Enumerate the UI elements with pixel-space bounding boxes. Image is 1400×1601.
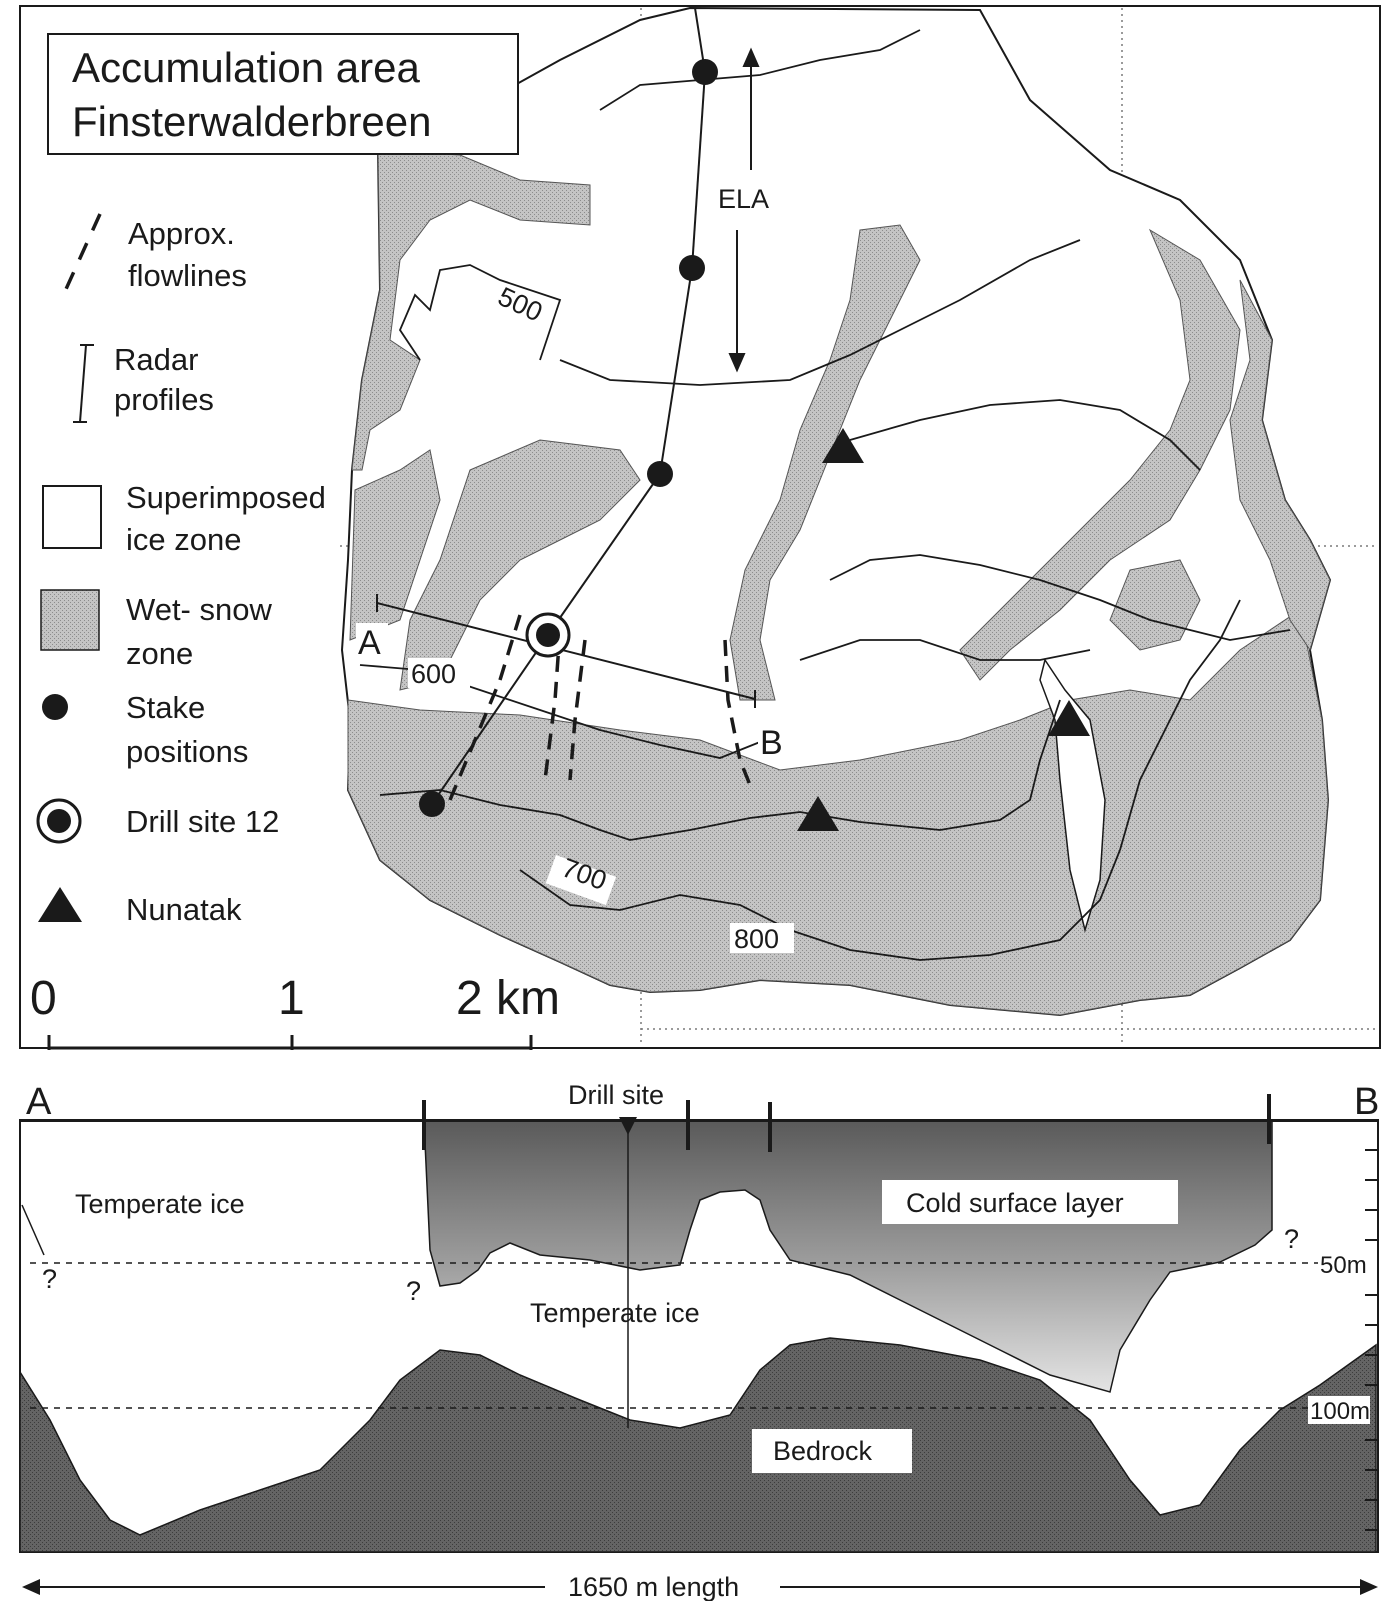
approx-flowlines [448,614,754,801]
map-title-line1: Accumulation area [72,44,420,91]
unknown-mark-right: ? [1284,1224,1299,1254]
contour-far-east [1119,599,1241,851]
temperate-ice-center-label: Temperate ice [530,1298,700,1328]
legend-nunatak: Nunatak [38,887,242,927]
flowline-swatch-icon [60,213,102,299]
contour-east-mid [829,554,1291,641]
cold-layer-label: Cold surface layer [906,1188,1124,1218]
nunatak-icon [822,428,864,463]
radar-profile-ab [376,594,756,708]
stake-point [692,59,718,85]
point-b-label: B [760,724,783,762]
superimposed-swatch [42,485,102,549]
radar-markers [422,1094,1271,1152]
cross-section-panel: Drill site 50m 100m A B ? [19,1080,1379,1553]
bedrock [19,1337,1377,1553]
depth-50-label: 50m [1320,1252,1367,1279]
arrow-left-icon [22,1579,40,1595]
legend-superimposed-line1: Superimposed [126,480,326,515]
contour-500 [398,264,562,361]
radar-swatch-icon [73,344,94,423]
legend-stake-line1: Stake [126,690,205,725]
contour-label-800: 800 [734,924,779,954]
cold-layer-label-box [882,1180,1178,1224]
map-title-line2: Finsterwalderbreen [72,98,432,145]
contour-east-upper [849,399,1201,471]
scale-tick-0: 0 [30,972,57,1025]
scale-tick-2: 2 km [456,972,560,1025]
bedrock-label: Bedrock [773,1436,873,1466]
legend-stakes: Stake positions [42,690,248,769]
drill-site-label: Drill site [568,1080,664,1110]
legend-superimposed-line2: ice zone [126,522,241,557]
scale-bar: 0 1 2 km [30,972,560,1050]
contour-800 [519,849,1121,961]
legend-flowlines-line2: flowlines [128,258,247,293]
depth-100-label: 100m [1310,1398,1370,1425]
scale-tick-1: 1 [278,972,305,1025]
legend-drill: Drill site 12 [36,798,279,844]
wet-snow-west-strip [351,149,591,471]
drill-site-arrow-icon [619,1117,637,1135]
ela-label: ELA [718,184,769,214]
legend-radar-line2: profiles [114,382,214,417]
wet-snow-right-rim [1229,279,1331,652]
stake-point [679,255,705,281]
legend-superimposed: Superimposed ice zone [42,480,326,557]
length-arrow: 1650 m length [22,1572,1378,1601]
drill-swatch-icon [36,798,82,844]
section-end-a: A [26,1081,52,1123]
stake-point [647,461,673,487]
depth-ticks [1365,1149,1378,1531]
arrow-right-icon [1360,1579,1378,1595]
legend-wetsnow-line2: zone [126,636,193,671]
wetsnow-swatch [40,589,100,651]
contour-north [599,29,921,111]
bedrock-label-box [752,1429,912,1473]
legend-wetsnow: Wet- snow zone [40,589,272,671]
map-legend: Approx. flowlines Radar profiles Superim… [36,213,326,927]
contour-lines [359,29,1291,961]
contour-700 [379,699,1061,841]
legend-radar-line1: Radar [114,342,198,377]
drill-site-marker [525,612,571,658]
legend-drill-label: Drill site 12 [126,804,279,839]
stake-swatch-icon [42,694,68,720]
legend-radar: Radar profiles [73,342,214,423]
contour-east-lower [799,639,1091,661]
left-edge-tick [21,1204,45,1256]
legend-flowlines-line1: Approx. [128,216,235,251]
flowline-stakes [431,7,706,805]
temperate-ice-left-label: Temperate ice [75,1189,245,1219]
ela-arrow [728,47,760,373]
stake-positions [419,59,718,817]
nunatak-markers [797,428,1090,831]
legend-flowlines: Approx. flowlines [60,213,247,299]
unknown-mark-center: ? [406,1276,421,1306]
unknown-mark-left: ? [42,1264,57,1294]
wet-snow-central-tongue [399,439,641,691]
contour-500-east [559,239,1081,386]
nunatak-icon [797,796,839,831]
legend-nunatak-label: Nunatak [126,892,242,927]
map-panel: ELA 600 500 700 800 [19,5,1381,1050]
length-label: 1650 m length [568,1572,739,1601]
contour-label-600: 600 [411,659,456,689]
stake-point [419,791,445,817]
nunatak-icon [1048,700,1090,736]
legend-wetsnow-line1: Wet- snow [126,592,272,627]
legend-stake-line2: positions [126,734,248,769]
point-a-label: A [358,624,381,662]
section-end-b: B [1354,1081,1379,1123]
map-frame [19,5,1381,1049]
nunatak-swatch-icon [38,887,82,922]
map-title-box: Accumulation area Finsterwalderbreen [47,33,519,155]
